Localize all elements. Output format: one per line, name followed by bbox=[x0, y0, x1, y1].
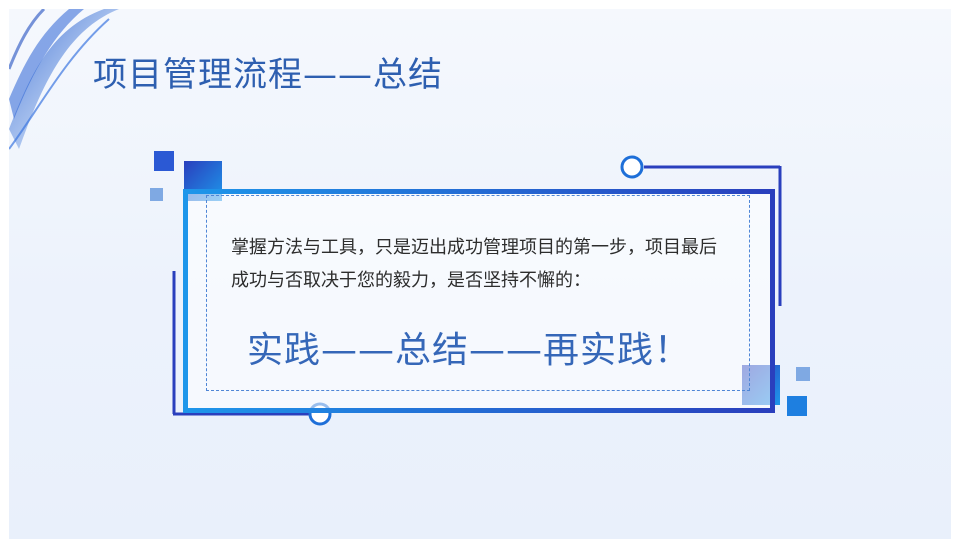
swirl-decoration-icon bbox=[9, 9, 119, 150]
slide-title: 项目管理流程——总结 bbox=[93, 55, 443, 95]
square-deco-icon bbox=[154, 151, 174, 171]
content-frame bbox=[183, 189, 775, 413]
slogan: 实践——总结——再实践！ bbox=[246, 330, 691, 371]
slide: 项目管理流程——总结 掌握方法与工具，只是迈出成功管理项目的第一步，项目最后成功… bbox=[9, 9, 951, 539]
body-text: 掌握方法与工具，只是迈出成功管理项目的第一步，项目最后成功与否取决于您的毅力，是… bbox=[231, 237, 717, 291]
square-deco-icon bbox=[150, 188, 163, 201]
square-deco-icon bbox=[787, 396, 807, 416]
circle-node-icon bbox=[620, 155, 644, 179]
dashed-inner-border bbox=[206, 195, 750, 391]
square-deco-icon bbox=[796, 367, 810, 381]
